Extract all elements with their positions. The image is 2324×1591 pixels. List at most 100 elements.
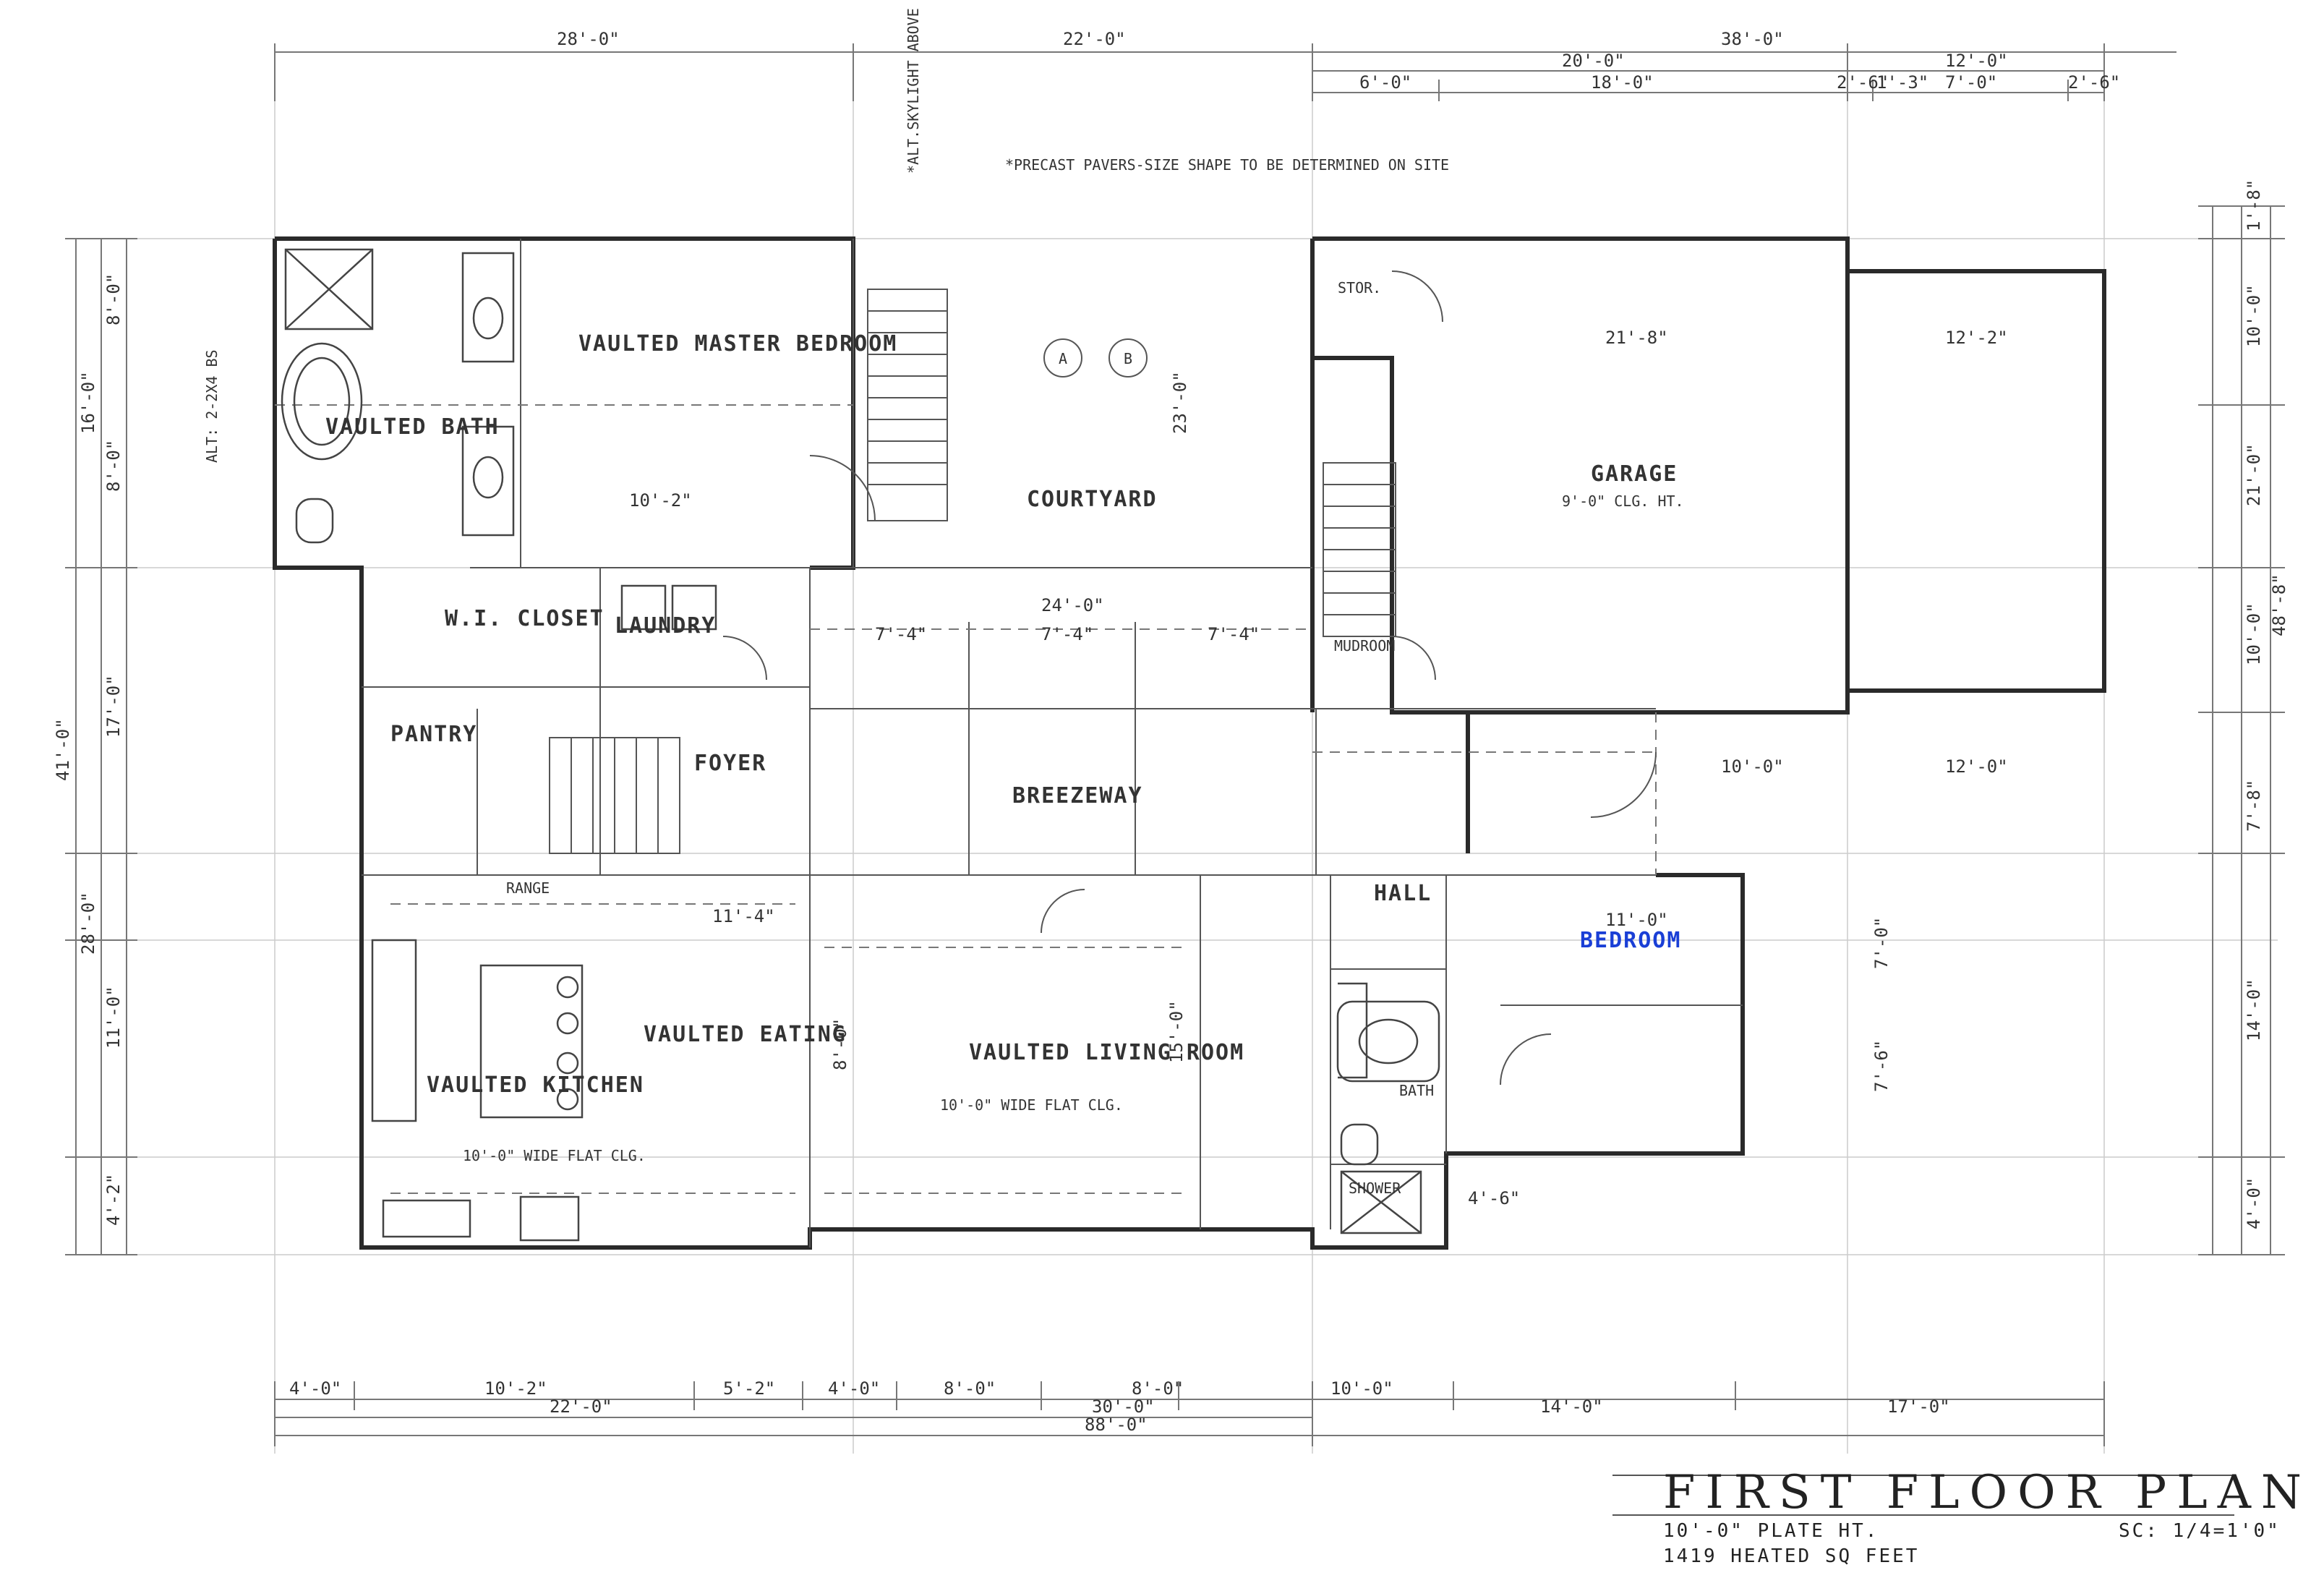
dim-bottom-7: 30'-0" bbox=[1092, 1396, 1155, 1417]
dim-int-11: 8'-0" bbox=[830, 1018, 850, 1070]
section-marker-a: A bbox=[1043, 338, 1082, 378]
dim-int-10: 11'-4" bbox=[712, 906, 775, 926]
room-laundry: LAUNDRY bbox=[615, 613, 716, 639]
room-range: RANGE bbox=[506, 879, 550, 897]
dim-left-2: 8'-0" bbox=[103, 440, 124, 492]
room-mudroom: MUDROOM bbox=[1334, 637, 1395, 654]
svg-text:B: B bbox=[1124, 350, 1132, 367]
kitchen-ceiling-note: 10'-0" WIDE FLAT CLG. bbox=[463, 1147, 646, 1164]
extension-grid bbox=[72, 51, 2278, 1454]
dim-int-8: 10'-0" bbox=[1721, 756, 1784, 777]
dim-bottom-6: 8'-0" bbox=[1132, 1378, 1184, 1399]
dim-right-0: 1'-8" bbox=[2244, 179, 2264, 231]
dim-top-0: 28'-0" bbox=[557, 29, 620, 49]
dim-top-8: 1'-3" bbox=[1876, 72, 1928, 93]
dim-left-3: 41'-0" bbox=[53, 718, 73, 781]
dim-bottom-5: 8'-0" bbox=[944, 1378, 996, 1399]
room-hall: HALL bbox=[1374, 881, 1432, 906]
dim-right-7: 4'-0" bbox=[2244, 1177, 2264, 1229]
room-master-bath: VAULTED BATH bbox=[325, 414, 500, 440]
interior-walls bbox=[362, 239, 1743, 1247]
dim-top-5: 6'-0" bbox=[1359, 72, 1411, 93]
room-bath: BATH bbox=[1399, 1082, 1434, 1099]
range bbox=[519, 1195, 580, 1242]
dim-int-1: 24'-0" bbox=[1041, 595, 1104, 615]
bath-toilet bbox=[1340, 1123, 1379, 1166]
dryer bbox=[671, 584, 717, 631]
room-shower: SHOWER bbox=[1349, 1180, 1401, 1197]
dim-int-9: 12'-0" bbox=[1945, 756, 2008, 777]
sink bbox=[382, 1199, 471, 1238]
dim-top-3: 20'-0" bbox=[1562, 51, 1625, 71]
garage-ceiling-height: 9'-0" CLG. HT. bbox=[1562, 492, 1684, 510]
dim-right-2: 21'-0" bbox=[2244, 443, 2264, 506]
room-courtyard: COURTYARD bbox=[1027, 487, 1158, 512]
dim-bottom-3: 5'-2" bbox=[723, 1378, 775, 1399]
room-storage: STOR. bbox=[1338, 279, 1381, 297]
dim-int-13: 7'-0" bbox=[1871, 917, 1892, 969]
bath-tub-small bbox=[1336, 1000, 1440, 1083]
plan-scale: SC: 1/4=1'0" bbox=[2119, 1520, 2281, 1542]
dim-bottom-1: 10'-2" bbox=[484, 1378, 547, 1399]
dim-top-9: 7'-0" bbox=[1945, 72, 1997, 93]
tub-note: ALT: 2-2X4 BS bbox=[203, 349, 221, 463]
heated-sqft: 1419 HEATED SQ FEET bbox=[1663, 1545, 1919, 1567]
right-dimension-lines bbox=[2198, 205, 2285, 1255]
bathtub bbox=[281, 342, 363, 461]
dim-top-1: 22'-0" bbox=[1063, 29, 1126, 49]
room-walkin-closet: W.I. CLOSET bbox=[445, 606, 605, 631]
dim-left-7: 4'-2" bbox=[103, 1174, 124, 1226]
dim-top-4: 12'-0" bbox=[1945, 51, 2008, 71]
living-ceiling-note: 10'-0" WIDE FLAT CLG. bbox=[940, 1096, 1123, 1114]
top-dimension-lines bbox=[274, 43, 2176, 101]
vanity bbox=[461, 252, 515, 363]
dim-top-2: 38'-0" bbox=[1721, 29, 1784, 49]
dim-int-14: 7'-6" bbox=[1871, 1040, 1892, 1092]
plan-title: FIRST FLOOR PLAN bbox=[1663, 1466, 2312, 1519]
room-breezeway: BREEZEWAY bbox=[1012, 783, 1143, 809]
dim-bottom-11: 17'-0" bbox=[1887, 1396, 1950, 1417]
dim-int-16: 4'-6" bbox=[1468, 1188, 1520, 1208]
svg-text:A: A bbox=[1059, 350, 1067, 367]
room-eating: VAULTED EATING bbox=[644, 1022, 847, 1047]
dim-bottom-10: 14'-0" bbox=[1540, 1396, 1603, 1417]
dim-int-15: 15'-0" bbox=[1166, 1000, 1187, 1063]
dim-top-10: 2'-6" bbox=[2068, 72, 2120, 93]
room-foyer: FOYER bbox=[694, 751, 766, 776]
kitchen-counter bbox=[371, 939, 417, 1122]
room-pantry: PANTRY bbox=[390, 722, 477, 747]
dim-int-2: 7'-4" bbox=[875, 624, 927, 644]
room-bedroom: BEDROOM bbox=[1580, 928, 1681, 953]
door-swings bbox=[722, 270, 1657, 1085]
shower-small bbox=[1340, 1170, 1422, 1234]
dim-int-3: 7'-4" bbox=[1041, 624, 1093, 644]
dim-int-5: 21'-8" bbox=[1605, 328, 1668, 348]
title-block: FIRST FLOOR PLAN 10'-0" PLATE HT. 1419 H… bbox=[1612, 1466, 2312, 1567]
courtyard-note: *PRECAST PAVERS-SIZE SHAPE TO BE DETERMI… bbox=[1005, 156, 1449, 174]
dim-bottom-8: 88'-0" bbox=[1085, 1415, 1148, 1435]
dim-bottom-4: 4'-0" bbox=[828, 1378, 880, 1399]
stairs bbox=[549, 289, 1396, 854]
dim-bottom-2: 22'-0" bbox=[550, 1396, 612, 1417]
dim-right-1: 10'-0" bbox=[2244, 284, 2264, 347]
dim-left-6: 11'-0" bbox=[103, 986, 124, 1049]
dim-left-5: 28'-0" bbox=[78, 892, 98, 955]
plate-height: 10'-0" PLATE HT. bbox=[1663, 1520, 1879, 1542]
room-living: VAULTED LIVING ROOM bbox=[969, 1040, 1244, 1065]
washer bbox=[620, 584, 667, 631]
toilet bbox=[295, 498, 334, 544]
dim-right-4: 48'-8" bbox=[2269, 573, 2289, 636]
dim-top-7: 2'-6" bbox=[1837, 72, 1889, 93]
dim-int-12: 11'-0" bbox=[1605, 910, 1668, 930]
left-dimension-lines bbox=[65, 238, 137, 1255]
dim-int-7: 12'-2" bbox=[1945, 328, 2008, 348]
shower-stall bbox=[284, 248, 374, 330]
room-master-bedroom: VAULTED MASTER BEDROOM bbox=[578, 331, 897, 357]
dim-right-3: 10'-0" bbox=[2244, 602, 2264, 665]
dim-left-4: 17'-0" bbox=[103, 675, 124, 738]
dim-bottom-9: 10'-0" bbox=[1330, 1378, 1393, 1399]
section-marker-b: B bbox=[1108, 338, 1148, 378]
room-garage: GARAGE bbox=[1591, 461, 1678, 487]
dim-right-5: 7'-8" bbox=[2244, 780, 2264, 832]
dim-int-4: 7'-4" bbox=[1208, 624, 1260, 644]
